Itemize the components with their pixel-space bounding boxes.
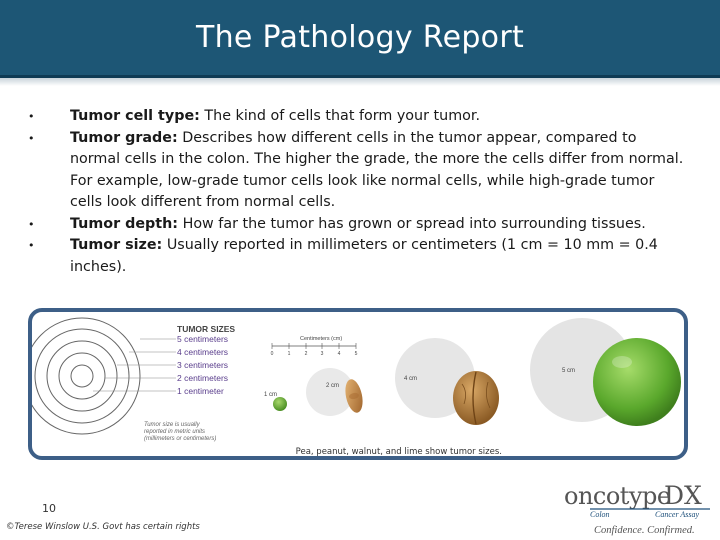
size-note: (millimeters or centimeters) xyxy=(144,436,216,442)
title-bar: The Pathology Report xyxy=(0,0,720,78)
ruler-tick: 0 xyxy=(271,351,274,357)
ruler-tick: 3 xyxy=(321,351,324,357)
ruler-tick: 5 xyxy=(355,351,358,357)
bullet-item: • Tumor cell type: The kind of cells tha… xyxy=(28,106,688,128)
bullet-item: • Tumor depth: How far the tumor has gro… xyxy=(28,214,688,236)
copyright-notice: ©Terese Winslow U.S. Govt has certain ri… xyxy=(6,522,200,532)
size-note: Tumor size is usually xyxy=(144,422,201,428)
ring-label: 1 centimeter xyxy=(177,386,224,396)
bullet-icon: • xyxy=(28,239,35,252)
bullet-text: How far the tumor has grown or spread in… xyxy=(182,215,646,232)
pea-illustration: 1 cm xyxy=(264,392,287,411)
bullet-list: • Tumor cell type: The kind of cells tha… xyxy=(28,106,688,278)
bullet-icon: • xyxy=(28,217,35,231)
bullet-item: • Tumor size: Usually reported in millim… xyxy=(28,235,688,278)
ring-label: 3 centimeters xyxy=(177,360,228,370)
bullet-text: The kind of cells that form your tumor. xyxy=(204,108,480,124)
logo-line2: Cancer Assay xyxy=(655,510,700,519)
logo-tagline: Confidence. Confirmed. xyxy=(594,525,695,536)
oncotype-dx-logo: oncotype DX Colon Cancer Assay Confidenc… xyxy=(564,481,710,536)
size-label: 1 cm xyxy=(264,392,277,398)
concentric-rings xyxy=(32,317,176,435)
ruler-label: Centimeters (cm) xyxy=(300,336,342,342)
size-note: reported in metric units xyxy=(144,429,205,435)
ruler-tick: 4 xyxy=(338,351,341,357)
walnut-illustration: 4 cm xyxy=(395,338,499,425)
bullet-term: Tumor cell type: xyxy=(70,108,200,124)
size-label: 5 cm xyxy=(562,368,575,374)
bullet-icon: • xyxy=(28,131,35,145)
tumor-size-figure: TUMOR SIZES 5 centimeters 4 centimeters … xyxy=(28,308,688,460)
page-title: The Pathology Report xyxy=(195,20,525,55)
bullet-term: Tumor size: xyxy=(70,237,163,253)
tumor-size-illustration: TUMOR SIZES 5 centimeters 4 centimeters … xyxy=(32,317,681,442)
slide-number: 10 xyxy=(42,502,56,515)
bullet-text: Describes how different cells in the tum… xyxy=(70,129,684,211)
ruler-tick: 1 xyxy=(288,351,291,357)
bullet-icon: • xyxy=(28,110,35,123)
title-shadow xyxy=(0,78,720,86)
logo-line2: Colon xyxy=(590,510,610,519)
figure-caption: Pea, peanut, walnut, and lime show tumor… xyxy=(295,447,502,457)
peanut-illustration: 2 cm xyxy=(306,368,363,416)
bullet-item: • Tumor grade: Describes how different c… xyxy=(28,128,688,214)
bullet-term: Tumor depth: xyxy=(70,215,179,232)
size-label: 2 cm xyxy=(326,383,339,389)
lime-illustration: 5 cm xyxy=(530,318,681,426)
size-label: 4 cm xyxy=(404,376,417,382)
bullet-text: Usually reported in millimeters or centi… xyxy=(70,237,658,275)
ruler-tick: 2 xyxy=(305,351,308,357)
logo-brand-dx: DX xyxy=(664,481,702,510)
ring-label: 5 centimeters xyxy=(177,334,228,344)
bullet-term: Tumor grade: xyxy=(70,129,178,146)
ring-label: 2 centimeters xyxy=(177,373,228,383)
ring-label: 4 centimeters xyxy=(177,347,228,357)
figure-heading: TUMOR SIZES xyxy=(177,324,235,334)
centimeter-ruler: Centimeters (cm) 0 1 2 3 4 5 xyxy=(271,336,358,357)
logo-brand: oncotype xyxy=(564,482,671,510)
